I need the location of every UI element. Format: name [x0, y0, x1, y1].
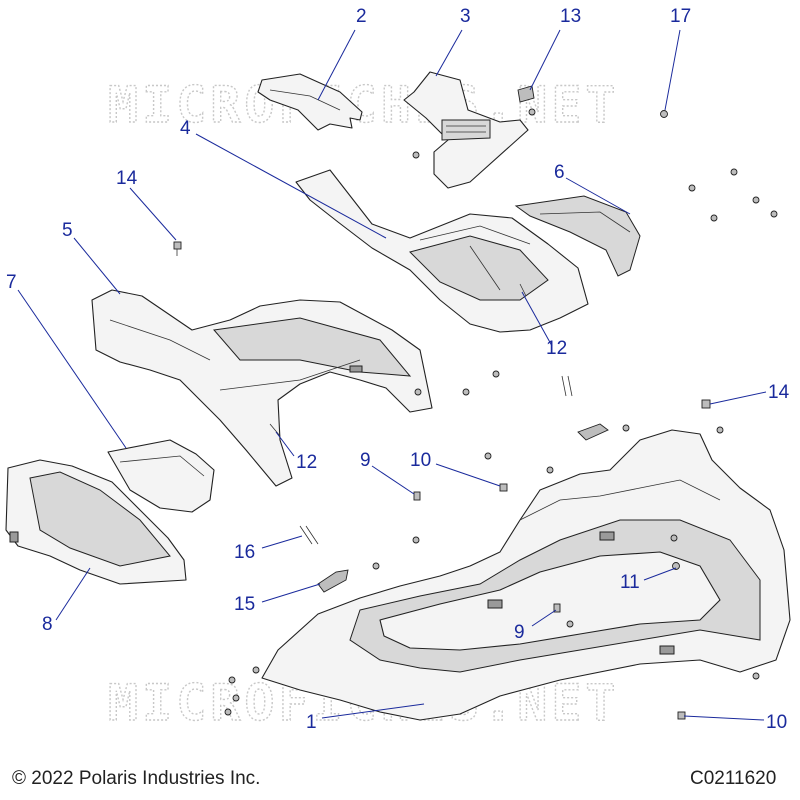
- part-12-pin-right[interactable]: [519, 283, 527, 297]
- part-5-front-fender[interactable]: [91, 289, 433, 487]
- callout-2: 2: [356, 6, 367, 27]
- watermark-top: MICROFICHES.NET: [108, 76, 620, 134]
- leader-2: [317, 29, 356, 101]
- part-9-screw-upper[interactable]: [413, 491, 421, 501]
- callout-13: 13: [560, 6, 581, 27]
- leader-10a: [435, 463, 501, 487]
- callout-5: 5: [62, 220, 73, 241]
- leader-14b: [709, 391, 767, 405]
- part-9-screw-lower[interactable]: [553, 603, 561, 613]
- fastener[interactable]: [528, 108, 536, 116]
- part-17-fastener[interactable]: [660, 110, 668, 118]
- leader-4: [195, 133, 387, 239]
- pins-center[interactable]: [561, 375, 573, 397]
- leader-9a: [371, 465, 415, 495]
- callout-4: 4: [180, 118, 191, 139]
- part-11-fastener[interactable]: [672, 562, 680, 570]
- callout-7: 7: [6, 272, 17, 293]
- leader-13: [529, 29, 561, 91]
- callout-9-lower: 9: [514, 622, 525, 643]
- callout-17: 17: [670, 6, 691, 27]
- hardware-group-center: [224, 370, 760, 716]
- part-8-side-fender[interactable]: [5, 459, 187, 585]
- leader-1: [321, 703, 425, 719]
- leader-3: [435, 29, 463, 77]
- leader-17: [664, 29, 681, 111]
- callout-1: 1: [306, 712, 317, 733]
- callout-9-upper: 9: [360, 450, 371, 471]
- part-16-pins[interactable]: [299, 525, 319, 545]
- leader-10b: [683, 715, 765, 721]
- callout-3: 3: [460, 6, 471, 27]
- leader-9b: [531, 609, 557, 627]
- callout-16: 16: [234, 542, 255, 563]
- part-10-screw-lower[interactable]: [677, 711, 686, 720]
- leader-12a: [275, 431, 295, 457]
- leader-15: [261, 583, 321, 603]
- leader-11: [643, 567, 677, 581]
- leader-16: [261, 535, 303, 549]
- drawing-code: C0211620: [690, 768, 776, 789]
- callout-14-lower: 14: [768, 382, 790, 403]
- callout-10-lower: 10: [766, 712, 787, 733]
- callout-14-upper: 14: [116, 168, 138, 189]
- part-7-inner-panel[interactable]: [107, 439, 215, 513]
- hardware-group-top-right: [412, 151, 778, 222]
- part-14-screw-lower[interactable]: [701, 399, 711, 409]
- part-10-screw-upper[interactable]: [499, 483, 508, 492]
- leader-7: [17, 289, 127, 449]
- callout-15: 15: [234, 594, 255, 615]
- callout-8: 8: [42, 614, 53, 635]
- leader-12b: [521, 291, 553, 347]
- part-14-screw-upper[interactable]: [173, 241, 182, 256]
- part-3-bracket[interactable]: [403, 71, 529, 189]
- leader-8: [55, 567, 91, 621]
- callout-12-left: 12: [296, 452, 317, 473]
- part-12-pin-left[interactable]: [269, 423, 281, 437]
- part-6-trim[interactable]: [514, 195, 641, 277]
- part-1-rear-body[interactable]: [261, 429, 791, 721]
- callout-6: 6: [554, 162, 565, 183]
- part-15-clip[interactable]: [317, 569, 349, 593]
- part-2-panel[interactable]: [257, 73, 363, 131]
- clip-bracket[interactable]: [577, 423, 609, 441]
- callout-11: 11: [620, 572, 640, 593]
- leader-5: [73, 237, 121, 295]
- leader-6: [565, 177, 631, 215]
- part-4-console[interactable]: [295, 169, 589, 333]
- copyright-text: © 2022 Polaris Industries Inc.: [12, 768, 260, 789]
- callout-10-upper: 10: [410, 450, 431, 471]
- leader-14a: [129, 187, 177, 241]
- callout-12-right: 12: [546, 338, 567, 359]
